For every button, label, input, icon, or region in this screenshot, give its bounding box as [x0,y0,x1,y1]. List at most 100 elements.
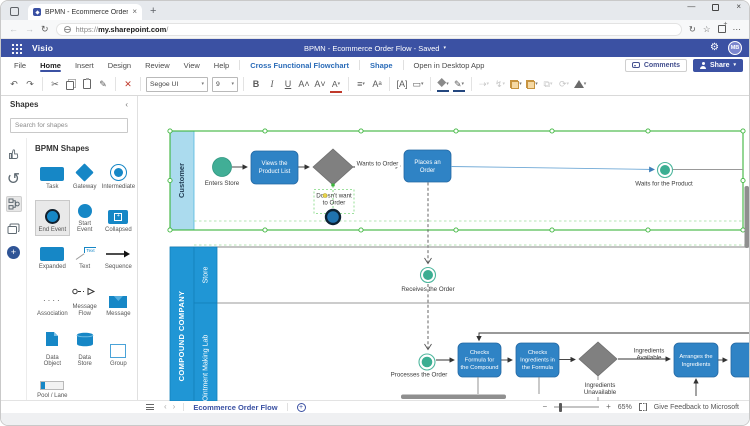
zoom-slider[interactable] [554,402,600,412]
shape-expanded[interactable]: Expanded [35,243,70,273]
task-places-order[interactable]: Places an Order [403,149,452,183]
gateway-ingredients[interactable] [578,341,618,377]
menu-home[interactable]: Home [33,57,68,73]
recent-shapes-icon[interactable]: ↺ [6,171,21,188]
text-direction-icon[interactable]: Aᵃ [372,78,382,89]
bring-forward-icon[interactable]: ⧉▾ [543,78,553,89]
tab-close-icon[interactable]: × [132,7,137,16]
back-icon[interactable]: ← [9,23,18,34]
undo-icon[interactable]: ↶ [10,78,18,89]
shape-message-flow[interactable]: Message Flow [70,279,100,319]
shape-end-event[interactable]: End Event [35,199,70,236]
ungroup-icon[interactable]: ▾ [525,77,539,92]
menu-help[interactable]: Help [213,60,230,70]
feedback-link[interactable]: Give Feedback to Microsoft [653,403,739,411]
message-flow-order[interactable] [424,182,432,351]
label-wants-to-order[interactable]: Wants to Order [357,161,399,168]
shape-pool-lane[interactable]: Pool / Lane [35,377,70,400]
control-point[interactable] [322,193,328,198]
connector-icon[interactable]: ↯▾ [494,78,506,89]
italic-icon[interactable]: I [270,78,274,89]
fit-page-icon[interactable] [638,402,647,412]
fill-color-icon[interactable]: ▾ [436,77,450,92]
svg-text:Unavailable[interactable]: Unavailable [584,389,617,396]
task-views-product-list[interactable]: Views the Product List [250,150,299,185]
line-style-icon[interactable]: ⇢▾ [478,78,490,89]
svg-text:to Order[interactable]: to Order [323,200,346,207]
drawing-canvas[interactable]: Customer [138,96,750,401]
browser-menu-icon[interactable]: ⋯ [732,23,742,34]
font-color-icon[interactable]: A▾ [329,77,343,93]
window-minimize-icon[interactable]: — [687,2,696,11]
shrink-font-icon[interactable]: A˅ [314,78,326,89]
copy-icon[interactable] [64,77,78,92]
shape-association[interactable]: ····Association [37,295,68,317]
comments-button[interactable]: Comments [624,58,688,72]
intermediate-event-processes[interactable]: Processes the Order [391,353,448,379]
task-arranges-ingredients[interactable]: Arranges the Ingredients [673,342,719,378]
paste-icon[interactable] [80,77,94,92]
line-color-icon[interactable]: ✎▾ [452,77,466,92]
change-shape-icon[interactable]: ▾ [573,77,587,92]
delete-icon[interactable]: ✕ [124,78,132,89]
underline-icon[interactable]: U [284,78,292,89]
menu-design[interactable]: Design [107,60,132,70]
forward-icon[interactable]: → [25,23,34,34]
shape-collapsed[interactable]: Collapsed [100,200,137,236]
menu-view[interactable]: View [183,60,200,70]
task-checks-formula[interactable]: Checks Formula for the Compound [457,342,502,378]
settings-gear-icon[interactable]: ⚙ [710,42,719,53]
connector-loopback[interactable] [476,332,750,342]
collapse-panel-icon[interactable]: ‹ [125,100,128,109]
format-painter-icon[interactable]: ✎ [99,78,107,89]
horizontal-scrollbar[interactable] [401,394,506,400]
shape-start-event[interactable]: Start Event [70,200,100,236]
intermediate-event-waits[interactable]: Waits for the Product [635,161,693,188]
svg-text:Available[interactable]: Available [637,355,663,362]
label-ingredients-unavailable[interactable]: Ingredients [585,382,616,389]
page-tab[interactable]: Ecommerce Order Flow [193,402,278,412]
pool-compound-company[interactable]: COMPOUND COMPANY Store Ointment Making L… [169,246,750,401]
group-icon[interactable]: ▾ [509,77,523,92]
shape-outline-icon[interactable]: ▭▾ [412,78,424,89]
shape-task[interactable]: Task [35,160,70,193]
bpmn-stencil-icon[interactable] [5,196,22,212]
window-close-icon[interactable]: × [736,2,741,11]
shape-data-object[interactable]: Data Object [35,327,70,370]
document-title[interactable]: BPMN - Ecommerce Order Flow - Saved ▾ [304,43,446,53]
zoom-in-icon[interactable]: + [606,402,611,411]
label-doesnt-want[interactable]: Doesn't want [316,193,352,200]
shape-message[interactable]: Message [100,279,137,319]
vertical-scrollbar[interactable] [744,186,750,248]
avatar[interactable]: MB [728,41,742,55]
window-maximize-icon[interactable] [712,3,720,11]
redo-icon[interactable]: ↷ [26,78,34,89]
label-ingredients-available[interactable]: Ingredients [634,348,665,355]
font-size-select[interactable]: 9▾ [212,76,238,92]
menu-insert[interactable]: Insert [74,60,94,70]
shape-gateway[interactable]: Gateway [70,160,100,193]
sync-icon[interactable]: ↻ [688,23,696,34]
menu-shape[interactable]: Shape [369,60,393,70]
menu-review[interactable]: Review [145,60,170,70]
end-event[interactable] [324,208,342,226]
url-field[interactable]: https://my.sharepoint.com/ [55,22,682,36]
cut-icon[interactable]: ✂ [51,78,59,89]
app-name[interactable]: Visio [32,43,54,53]
like-shapes-icon[interactable] [6,146,22,162]
gateway-order-decision[interactable] [312,148,354,187]
align-text-icon[interactable]: ≡▾ [357,78,365,89]
pool-selection[interactable] [167,128,750,246]
intermediate-event-receives[interactable]: Receives the Order [401,266,455,294]
task-partial-right[interactable] [730,342,750,378]
favorites-star-icon[interactable]: ☆ [702,23,711,34]
stencils-icon[interactable] [6,221,22,237]
rotate-icon[interactable]: ⟳▾ [558,78,570,89]
new-tab-button[interactable]: + [150,5,157,17]
shape-data-store[interactable]: Data Store [70,327,100,370]
prev-page-icon[interactable]: ‹ [164,402,167,411]
grow-font-icon[interactable]: A˄ [298,78,310,89]
shape-text[interactable]: Text [70,243,100,273]
share-button[interactable]: Share ▾ [693,58,743,72]
search-shapes-input[interactable] [10,118,128,133]
